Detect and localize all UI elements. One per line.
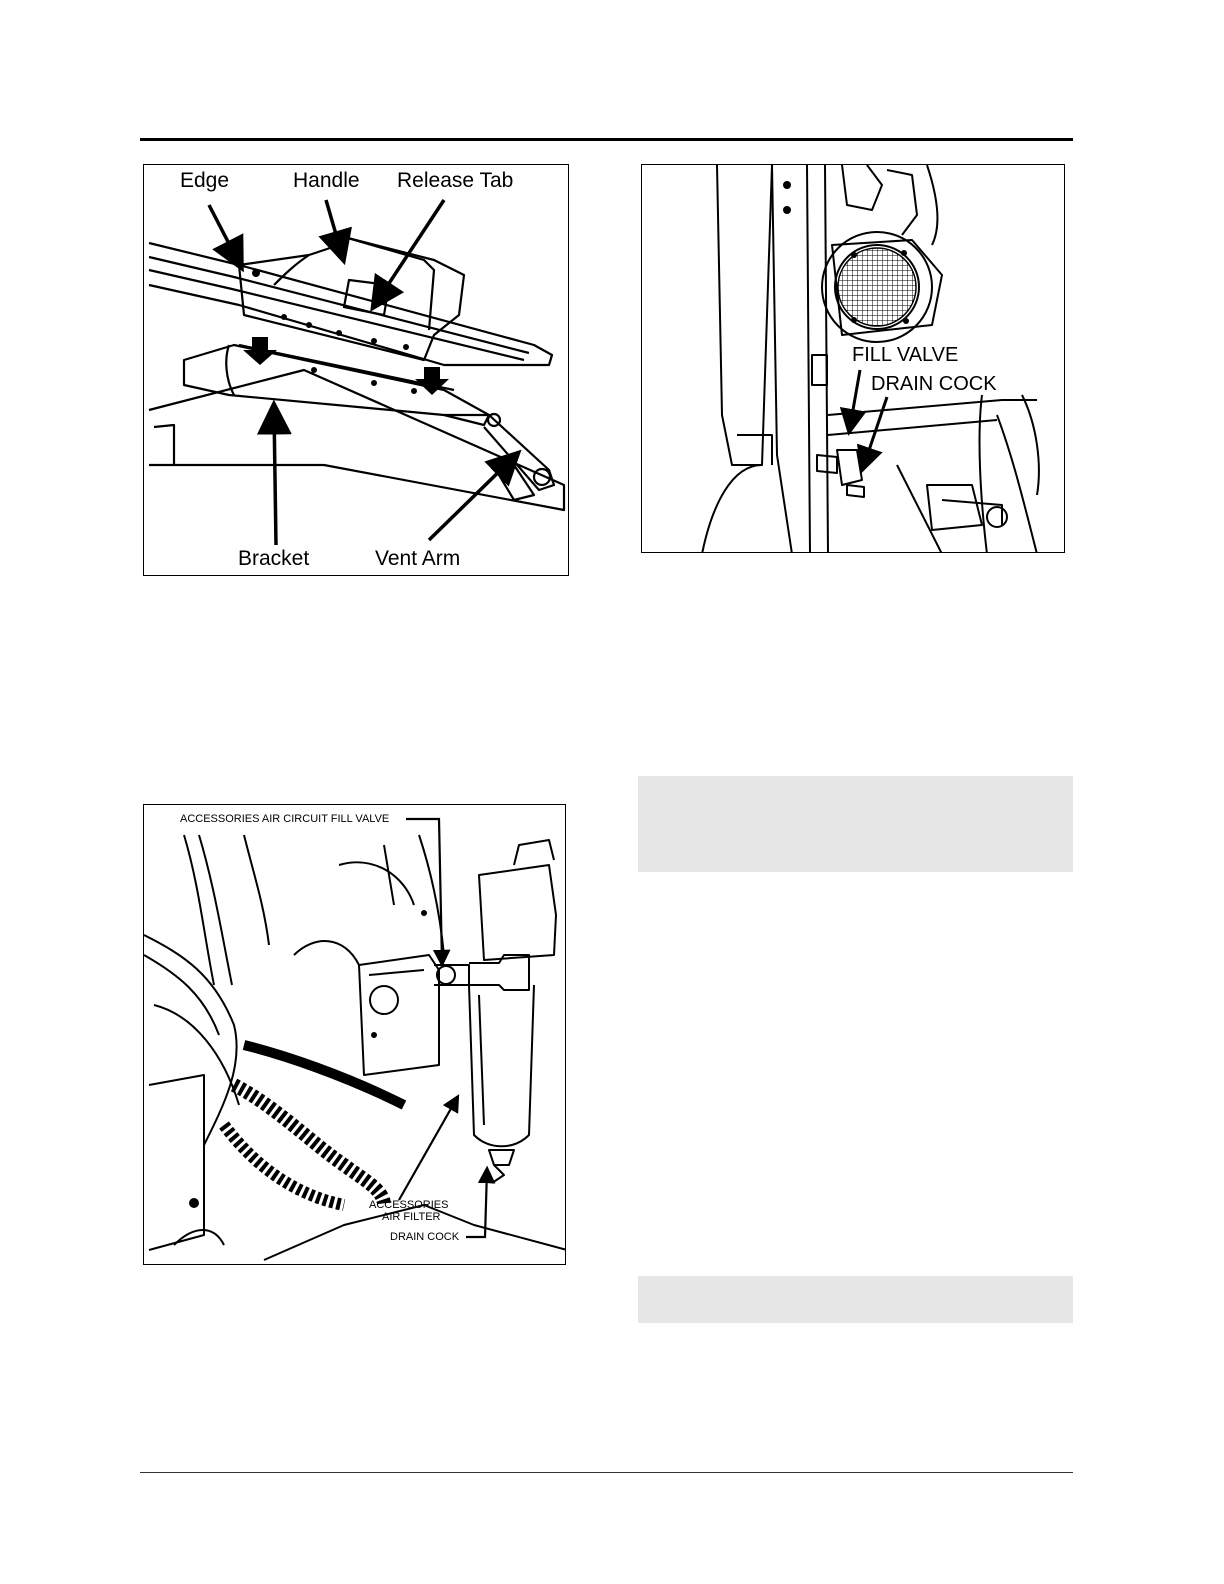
drain-cock-label: DRAIN COCK bbox=[390, 1231, 459, 1243]
accessories-filter-drawing bbox=[144, 805, 566, 1265]
release-tab-label: Release Tab bbox=[397, 169, 513, 193]
edge-label: Edge bbox=[180, 169, 229, 193]
handle-label: Handle bbox=[293, 169, 360, 193]
accessories-filter-figure: ACCESSORIES AIR CIRCUIT FILL VALVE ACCES… bbox=[143, 804, 566, 1265]
vent-bracket-figure: Edge Handle Release Tab Bracket Vent Arm bbox=[143, 164, 569, 576]
fill-valve-figure: FILL VALVE DRAIN COCK bbox=[641, 164, 1065, 553]
drain-cock-label: DRAIN COCK bbox=[871, 373, 997, 396]
air-filter-label-line2: AIR FILTER bbox=[382, 1211, 440, 1223]
vent-bracket-drawing bbox=[144, 165, 569, 576]
bracket-label: Bracket bbox=[238, 547, 309, 571]
fill-valve-label: ACCESSORIES AIR CIRCUIT FILL VALVE bbox=[180, 813, 389, 825]
air-filter-label-line1: ACCESSORIES bbox=[369, 1199, 448, 1211]
top-rule bbox=[140, 138, 1073, 141]
note-box bbox=[638, 776, 1073, 872]
note-box-lower bbox=[638, 1276, 1073, 1323]
bottom-rule bbox=[140, 1472, 1073, 1473]
fill-valve-label: FILL VALVE bbox=[852, 344, 958, 367]
vent-arm-label: Vent Arm bbox=[375, 547, 460, 571]
